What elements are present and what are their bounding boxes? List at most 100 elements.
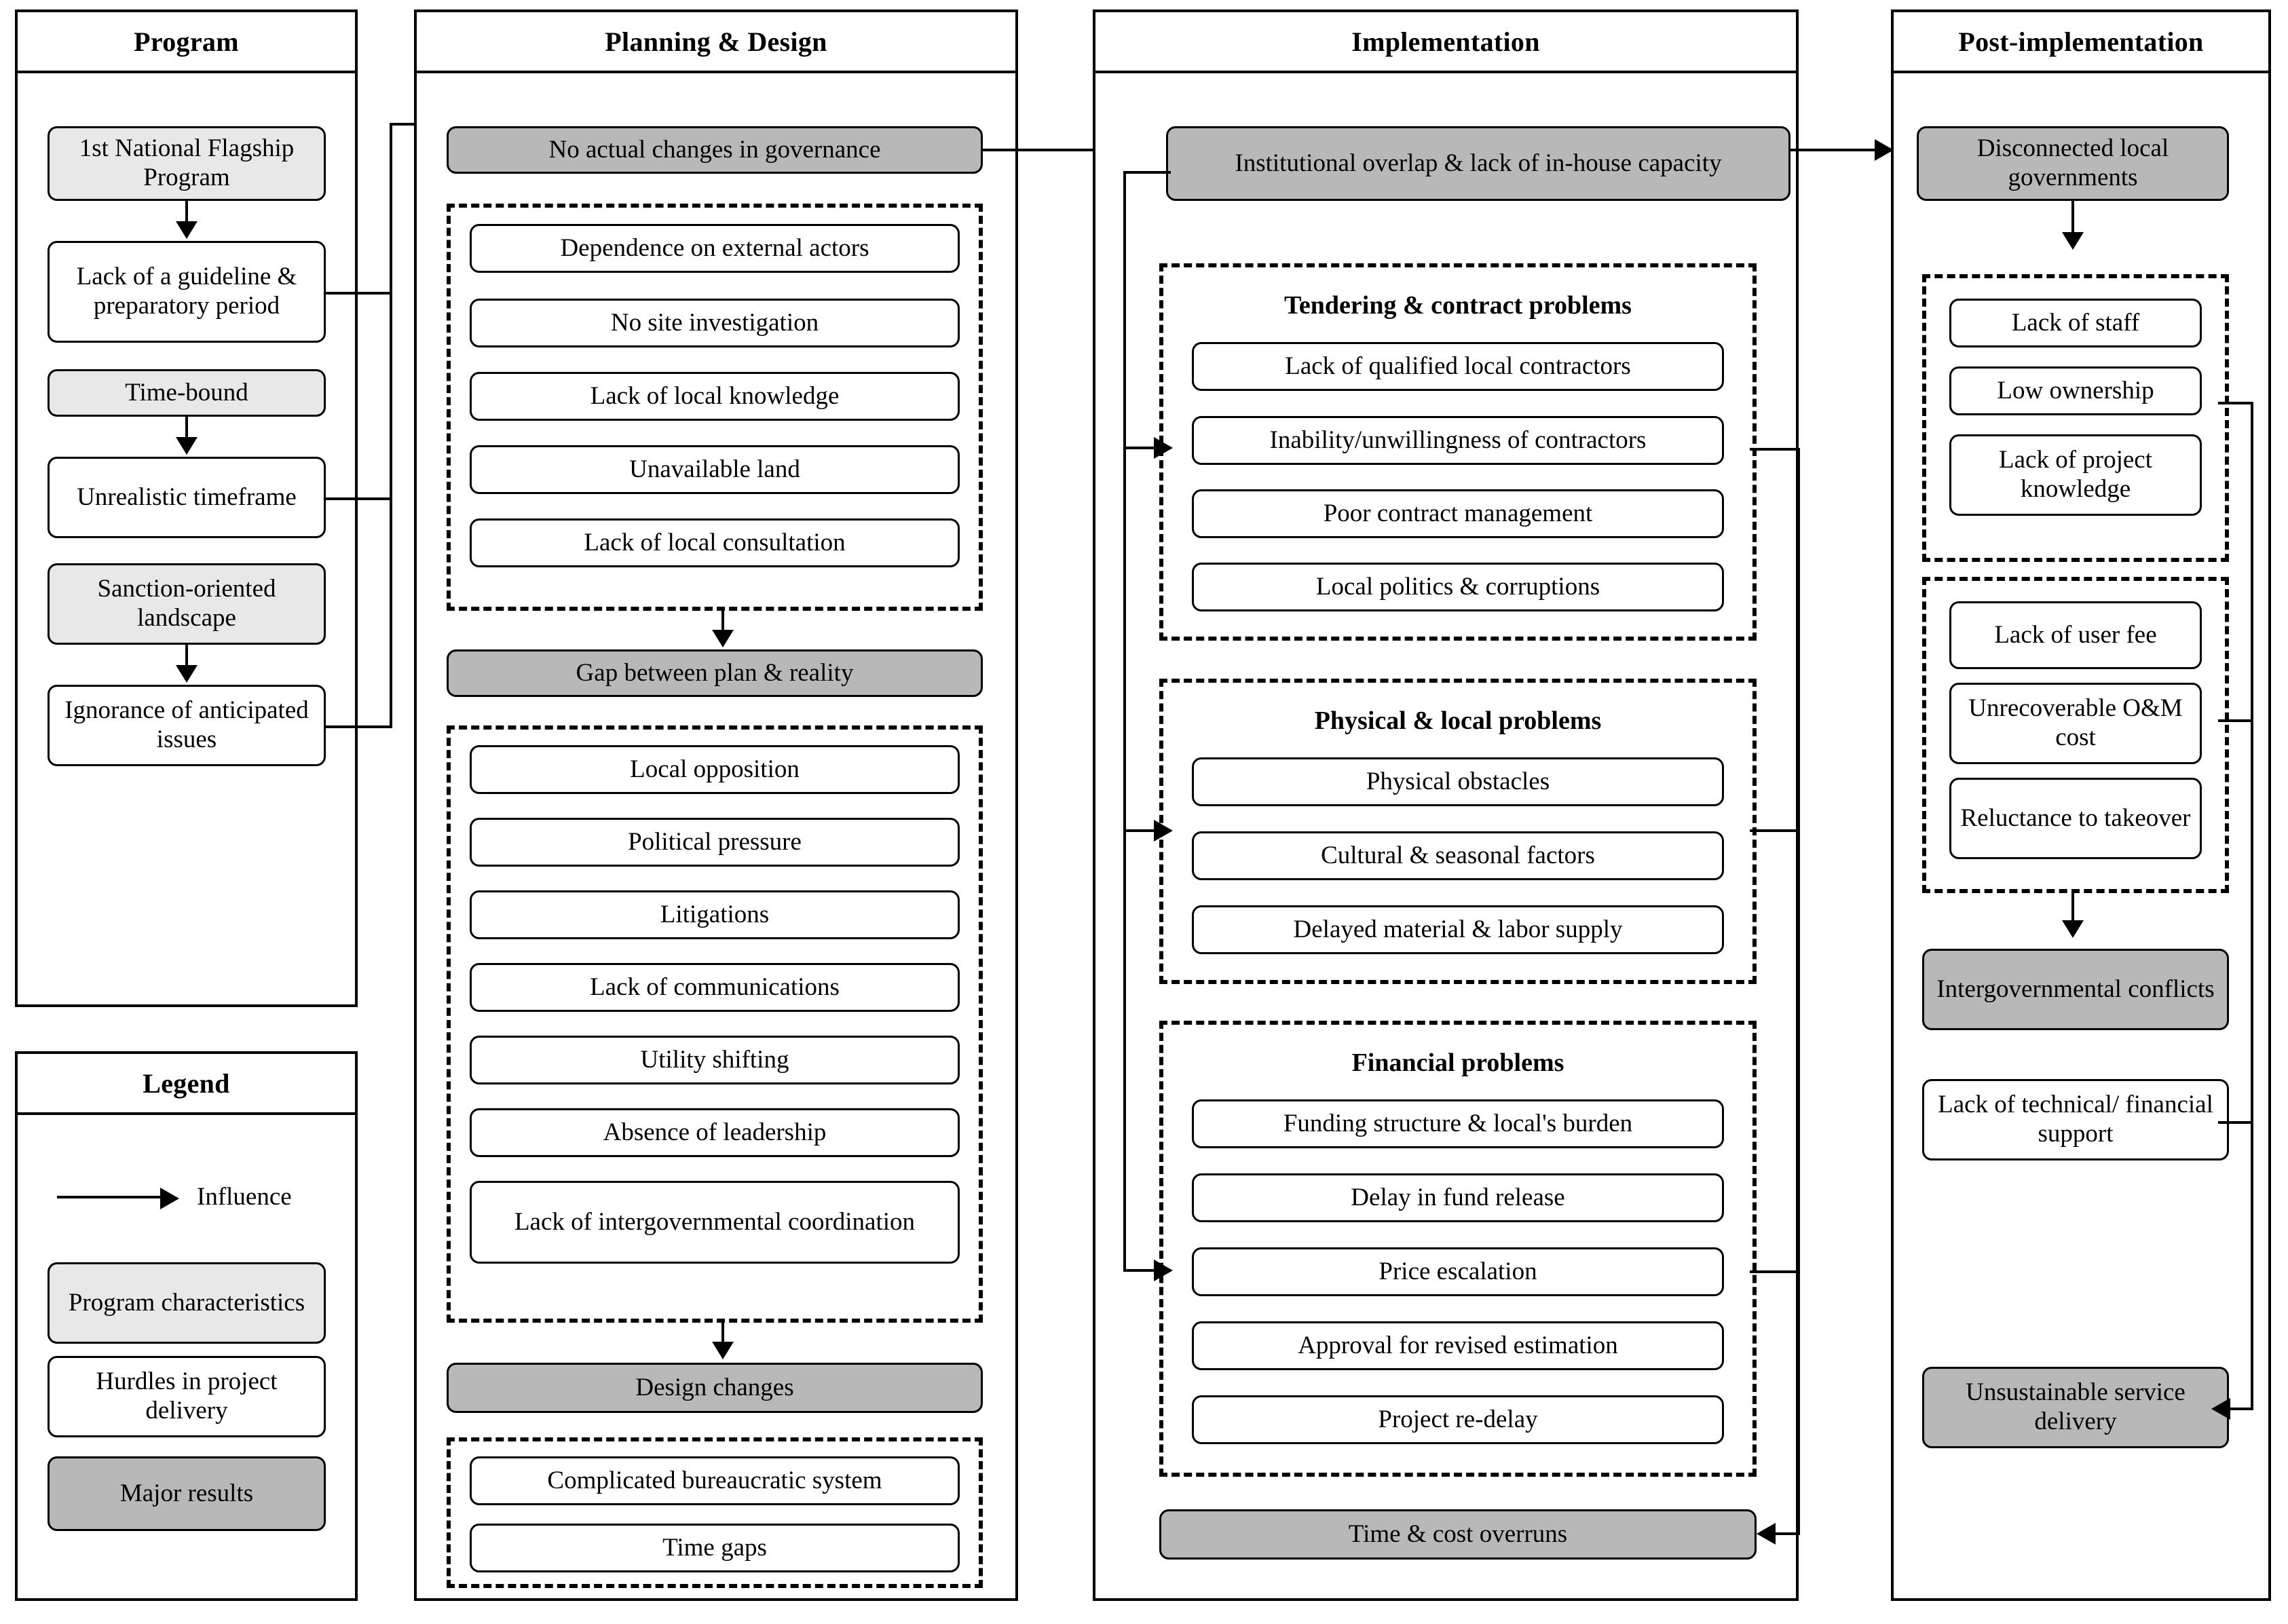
implementation-group-financial [1159,1021,1757,1477]
node-no-site-investigation[interactable]: No site investigation [470,299,960,347]
arrowhead-impl-collect-to-overruns [1757,1523,1776,1545]
panel-legend-header: Legend [18,1054,355,1115]
node-funding-structure-locals-burden[interactable]: Funding structure & local's burden [1192,1099,1724,1148]
node-intergovernmental-conflicts[interactable]: Intergovernmental conflicts [1922,949,2229,1030]
connector-program-bus [390,123,392,728]
node-litigations[interactable]: Litigations [470,890,960,939]
node-disconnected-local-governments[interactable]: Disconnected local governments [1917,126,2229,201]
node-no-actual-changes-in-governance[interactable]: No actual changes in governance [447,126,983,174]
node-low-ownership[interactable]: Low ownership [1949,366,2202,415]
arrowhead-planning-g2-r3 [712,1342,734,1359]
node-lack-of-local-consultation[interactable]: Lack of local consultation [470,518,960,567]
node-approval-for-revised-estimation[interactable]: Approval for revised estimation [1192,1321,1724,1370]
node-time-cost-overruns[interactable]: Time & cost overruns [1159,1509,1757,1560]
legend-influence-line [57,1196,166,1198]
panel-program-header: Program [18,12,355,73]
implementation-group-tendering [1159,263,1757,641]
node-reluctance-to-takeover[interactable]: Reluctance to takeover [1949,778,2202,859]
node-lack-of-qualified-local-contractors[interactable]: Lack of qualified local contractors [1192,342,1724,391]
arrowhead-implementation-to-post [1875,139,1894,161]
node-project-re-delay[interactable]: Project re-delay [1192,1395,1724,1444]
node-utility-shifting[interactable]: Utility shifting [470,1036,960,1084]
implementation-group-financial-title: Financial problems [1351,1049,1564,1077]
node-time-gaps[interactable]: Time gaps [470,1524,960,1572]
planning-group-1 [447,204,983,611]
arrowhead-impl-branch-1 [1154,437,1173,459]
connector-impl-collect-vertical [1797,448,1800,1535]
node-gap-between-plan-and-reality[interactable]: Gap between plan & reality [447,649,983,697]
connector-post-g2-r2 [2071,893,2074,930]
connector-post-r1-g1 [2071,201,2074,242]
legend-swatch-hurdles: Hurdles in project delivery [48,1356,326,1437]
node-lack-of-communications[interactable]: Lack of communications [470,963,960,1012]
node-lack-of-local-knowledge[interactable]: Lack of local knowledge [470,372,960,421]
connector-planning-g1-r2 [721,611,724,639]
node-price-escalation[interactable]: Price escalation [1192,1247,1724,1296]
connector-program-out-2 [324,497,392,500]
node-local-politics-corruptions[interactable]: Local politics & corruptions [1192,563,1724,611]
node-inability-unwillingness-of-contractors[interactable]: Inability/unwillingness of contractors [1192,416,1724,465]
connector-post-bus-from-om [2218,719,2253,722]
node-unrealistic-timeframe[interactable]: Unrealistic timeframe [48,457,326,538]
connector-program-out-1 [324,292,392,295]
connector-implementation-to-post [1789,149,1884,151]
arrowhead-impl-branch-3 [1154,1260,1173,1281]
node-institutional-overlap-lack-of-in-house-capacity[interactable]: Institutional overlap & lack of in-house… [1166,126,1790,201]
connector-post-bus-from-ownership [2218,402,2253,404]
connector-program-out-3 [324,725,392,728]
node-lack-of-project-knowledge[interactable]: Lack of project knowledge [1949,434,2202,516]
arrowhead-post-g2-r2 [2062,920,2084,938]
node-time-bound[interactable]: Time-bound [48,369,326,417]
node-unsustainable-service-delivery[interactable]: Unsustainable service delivery [1922,1367,2229,1448]
node-lack-of-user-fee[interactable]: Lack of user fee [1949,601,2202,669]
connector-post-bus-vertical [2251,402,2253,1410]
node-dependence-on-external-actors[interactable]: Dependence on external actors [470,224,960,273]
legend-swatch-program-characteristics: Program characteristics [48,1262,326,1344]
node-sanction-oriented-landscape[interactable]: Sanction-oriented landscape [48,563,326,645]
connector-impl-collect-to-overruns [1776,1532,1799,1535]
node-delayed-material-labor-supply[interactable]: Delayed material & labor supply [1192,905,1724,954]
panel-post-header: Post-implementation [1894,12,2268,73]
node-physical-obstacles[interactable]: Physical obstacles [1192,757,1724,806]
panel-planning-header: Planning & Design [417,12,1015,73]
connector-impl-branch-2 [1123,829,1161,832]
connector-impl-bus-top [1123,171,1171,174]
connector-impl-collect-2 [1750,829,1800,832]
node-lack-of-staff[interactable]: Lack of staff [1949,299,2202,347]
post-group-1 [1922,274,2229,562]
post-group-2 [1922,577,2229,893]
connector-impl-bus-vertical [1123,171,1126,1272]
panel-planning-title: Planning & Design [605,26,827,57]
legend-title: Legend [143,1068,230,1099]
planning-group-3 [447,1437,983,1588]
node-delay-in-fund-release[interactable]: Delay in fund release [1192,1173,1724,1222]
node-1st-national-flagship-program[interactable]: 1st National Flagship Program [48,126,326,201]
connector-post-bus-to-unsustainable [2230,1408,2252,1410]
node-lack-of-guideline-preparatory-period[interactable]: Lack of a guideline & preparatory period [48,241,326,343]
node-ignorance-of-anticipated-issues[interactable]: Ignorance of anticipated issues [48,685,326,766]
connector-post-bus-from-support [2218,1121,2253,1124]
node-lack-of-technical-financial-support[interactable]: Lack of technical/ financial support [1922,1079,2229,1160]
node-unavailable-land[interactable]: Unavailable land [470,445,960,494]
node-political-pressure[interactable]: Political pressure [470,818,960,867]
arrowhead-prog-5-6 [176,665,198,683]
arrowhead-prog-1-2 [176,221,198,239]
connector-impl-branch-1 [1123,447,1161,449]
implementation-group-physical-title: Physical & local problems [1314,706,1602,735]
connector-planning-g2-r3 [721,1323,724,1351]
node-design-changes[interactable]: Design changes [447,1363,983,1413]
node-unrecoverable-om-cost[interactable]: Unrecoverable O&M cost [1949,683,2202,764]
panel-post-title: Post-implementation [1958,26,2204,57]
planning-group-2 [447,725,983,1323]
node-lack-of-intergovernmental-coordination[interactable]: Lack of intergovernmental coordination [470,1181,960,1264]
connector-prog-5-6 [185,645,188,675]
node-cultural-seasonal-factors[interactable]: Cultural & seasonal factors [1192,831,1724,880]
node-complicated-bureaucratic-system[interactable]: Complicated bureaucratic system [470,1456,960,1505]
connector-impl-collect-3 [1750,1270,1800,1273]
connector-planning-to-implementation [981,149,1151,151]
connector-prog-1-2 [185,201,188,231]
node-absence-of-leadership[interactable]: Absence of leadership [470,1108,960,1157]
node-local-opposition[interactable]: Local opposition [470,745,960,794]
node-poor-contract-management[interactable]: Poor contract management [1192,489,1724,538]
implementation-group-tendering-title: Tendering & contract problems [1284,291,1632,320]
